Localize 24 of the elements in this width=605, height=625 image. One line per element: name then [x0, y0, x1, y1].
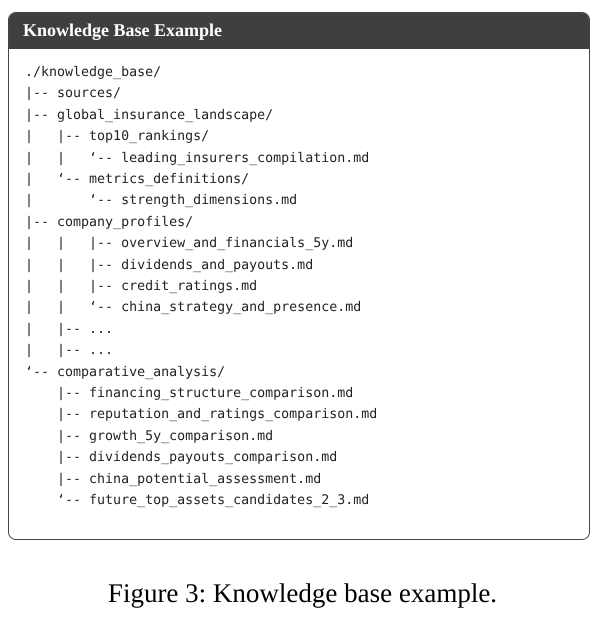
tree-line: | | ‘-- leading_insurers_compilation.md [25, 150, 370, 166]
panel-card [8, 12, 590, 540]
tree-line: | ‘-- metrics_definitions/ [25, 172, 250, 187]
panel-title: Knowledge Base Example [23, 20, 222, 41]
tree-line: |-- dividends_payouts_comparison.md [56, 450, 338, 466]
tree-line: | |-- ... [25, 343, 114, 358]
tree-line: |-- china_potential_assessment.md [56, 472, 322, 487]
tree-line: ‘-- future_top_assets_candidates_2_3.md [56, 493, 370, 508]
tree-line: | |-- top10_rankings/ [25, 129, 210, 144]
tree-line: ./knowledge_base/ [25, 65, 162, 80]
tree-line: | ‘-- strength_dimensions.md [25, 193, 298, 208]
figure-caption: Figure 3: Knowledge base example. [108, 578, 498, 608]
tree-line: |-- global_insurance_landscape/ [25, 108, 274, 123]
tree-line: ‘-- comparative_analysis/ [25, 364, 226, 380]
tree-line: |-- reputation_and_ratings_comparison.md [56, 407, 378, 422]
tree-line: |-- sources/ [25, 86, 122, 102]
tree-line: | | |-- credit_ratings.md [25, 279, 258, 294]
tree-line: |-- financing_structure_comparison.md [56, 386, 354, 401]
tree-line: | | ‘-- china_strategy_and_presence.md [25, 300, 362, 316]
tree-line: |-- company_profiles/ [25, 214, 194, 230]
tree-line: | | |-- dividends_and_payouts.md [25, 258, 314, 273]
tree-line: | | |-- overview_and_financials_5y.md [25, 236, 354, 252]
tree-line: | |-- ... [25, 322, 114, 337]
tree-line: |-- growth_5y_comparison.md [56, 428, 274, 444]
